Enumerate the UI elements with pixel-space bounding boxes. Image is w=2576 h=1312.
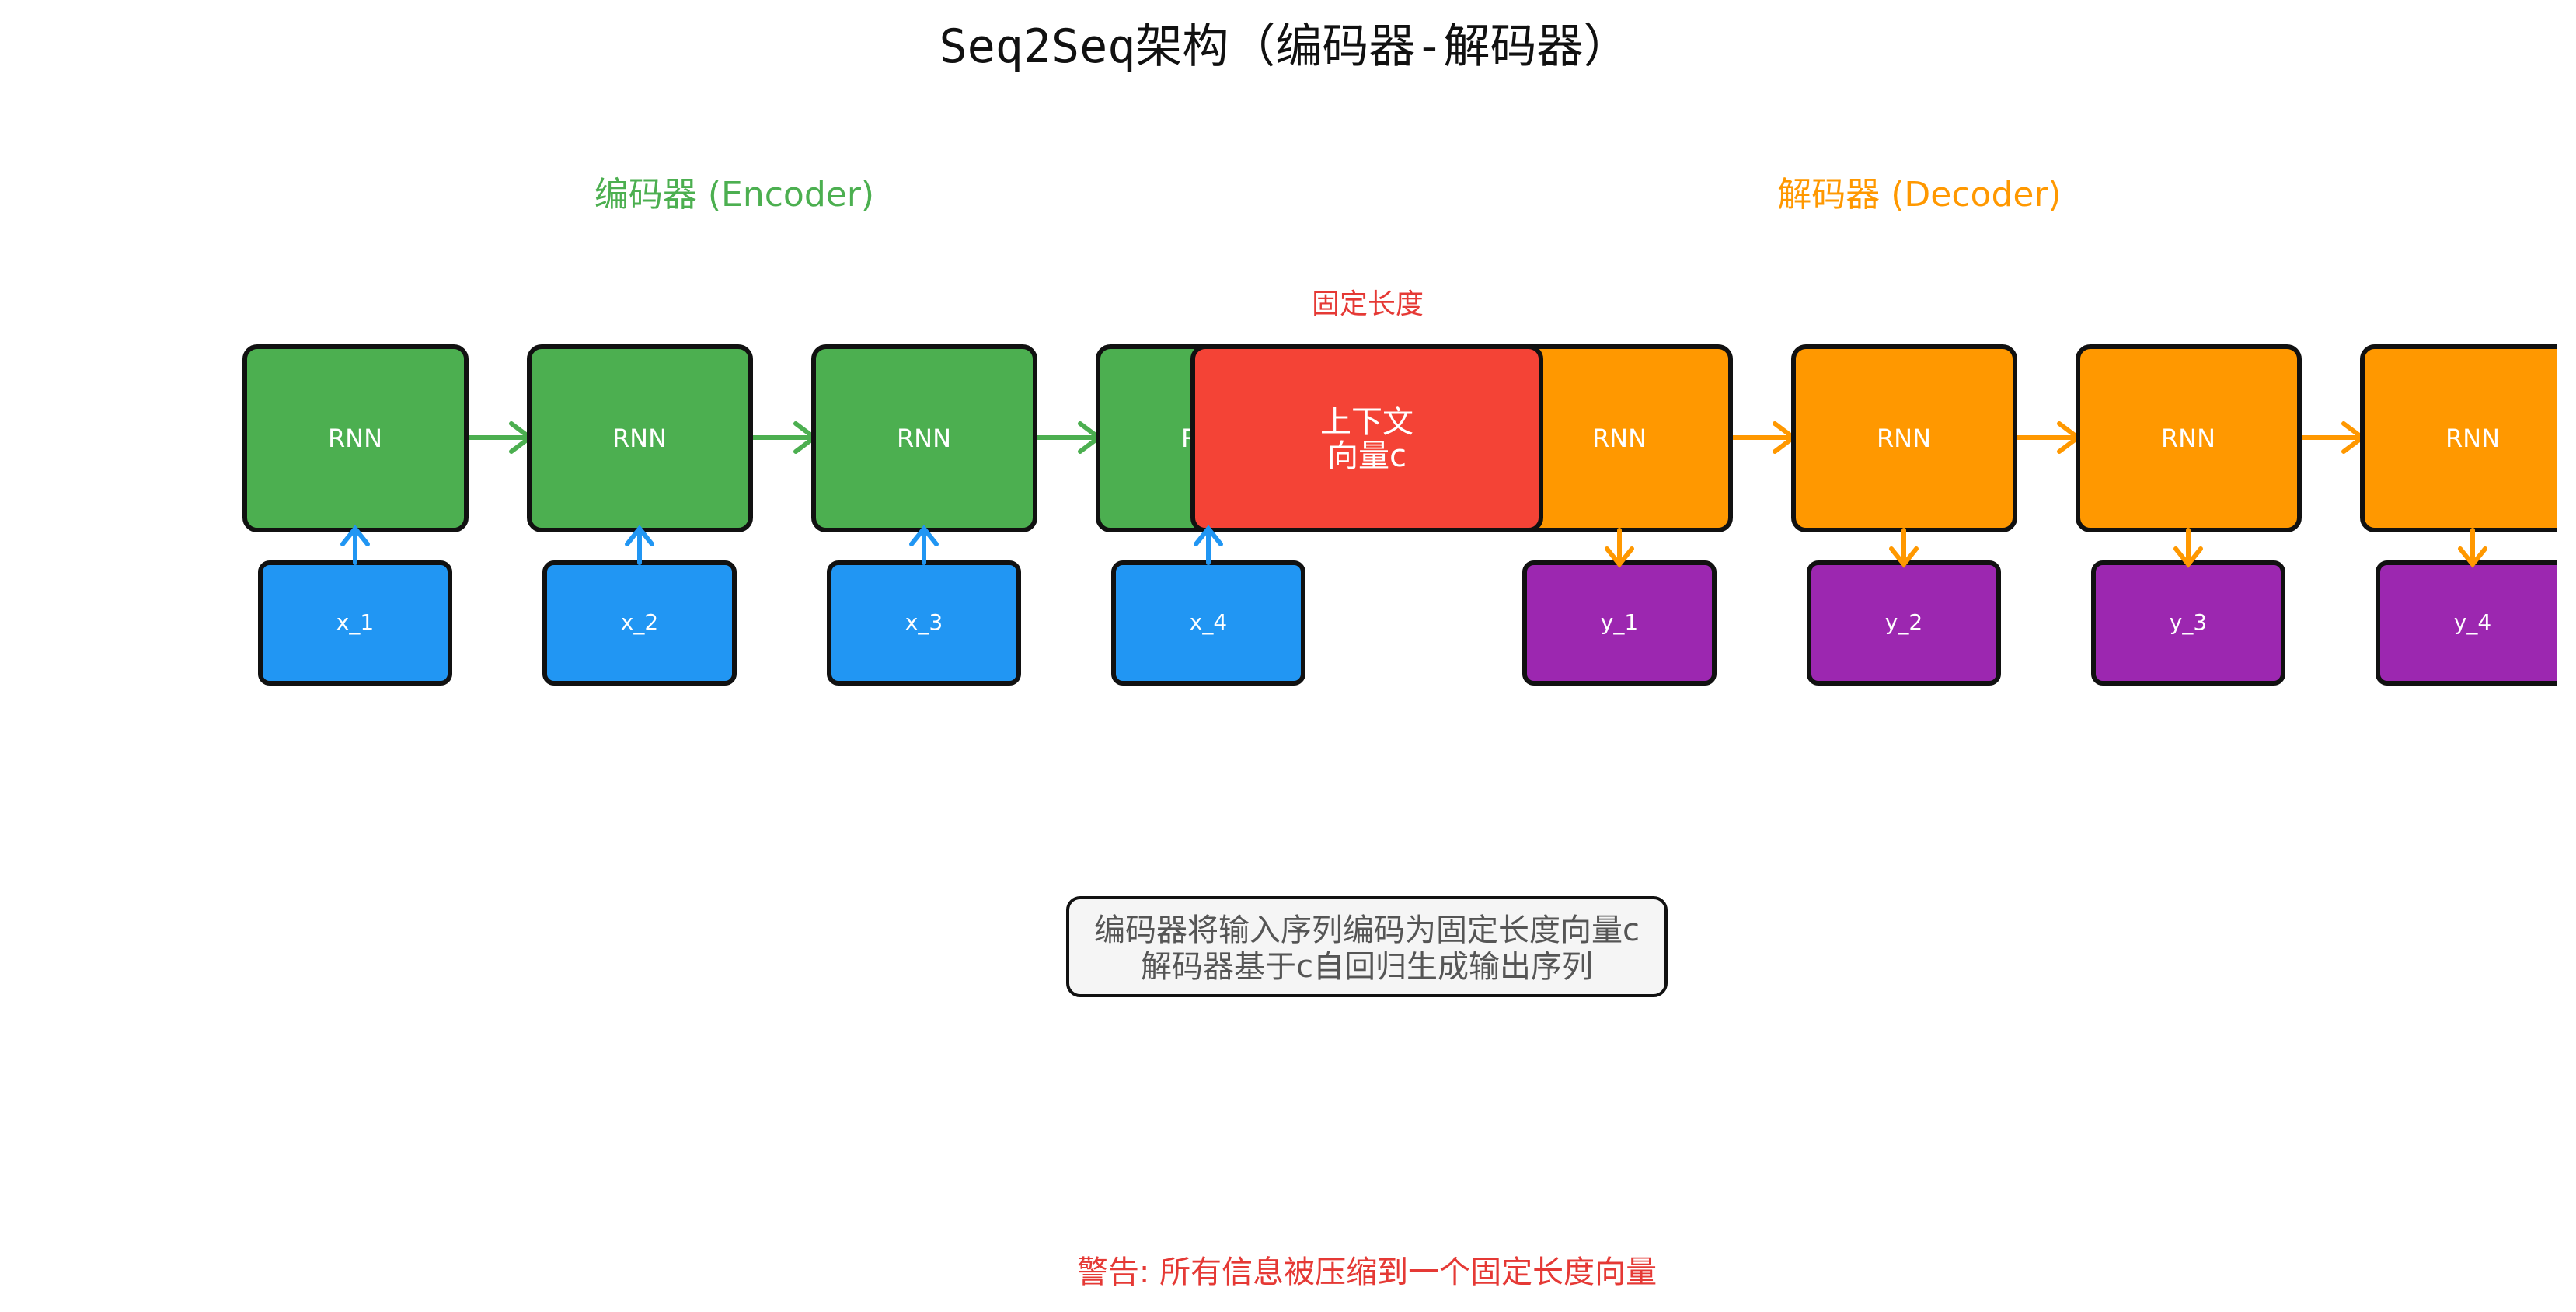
encoder-heading: 编码器 (Encoder) (594, 175, 874, 215)
encoder-cell-label: RNN (328, 424, 382, 453)
encoder-cell-label: RNN (612, 424, 667, 453)
output-token-label: y_1 (1601, 609, 1638, 635)
warning-text: 警告: 所有信息被压缩到一个固定长度向量 (1077, 1254, 1657, 1290)
decoder-cell-3: RNN (2076, 344, 2302, 532)
output-token-label: y_2 (1885, 609, 1922, 635)
explanation-line2: 解码器基于c自回归生成输出序列 (1141, 949, 1593, 985)
encoder-cell-label: RNN (897, 424, 951, 453)
context-vector-line1: 上下文 (1320, 404, 1413, 440)
input-token-1: x_1 (258, 560, 452, 686)
input-token-2: x_2 (542, 560, 737, 686)
context-note: 固定长度 (1312, 288, 1424, 320)
input-token-label: x_2 (621, 609, 658, 635)
decoder-recurrent-arrows (1728, 421, 2366, 454)
input-token-label: x_3 (905, 609, 943, 635)
input-token-3: x_3 (827, 560, 1021, 686)
output-token-label: y_3 (2170, 609, 2207, 635)
output-token-1: y_1 (1522, 560, 1717, 686)
decoder-cell-label: RNN (2161, 424, 2215, 453)
output-token-3: y_3 (2091, 560, 2285, 686)
input-token-label: x_4 (1190, 609, 1227, 635)
decoder-cell-2: RNN (1791, 344, 2017, 532)
explanation-line1: 编码器将输入序列编码为固定长度向量c (1094, 912, 1640, 948)
input-arrows (340, 525, 1223, 565)
context-vector: 上下文 向量c (1190, 344, 1543, 532)
decoder-cell-label: RNN (2445, 424, 2500, 453)
diagram-title: Seq2Seq架构（编码器-解码器） (939, 19, 1630, 74)
explanation-box: 编码器将输入序列编码为固定长度向量c 解码器基于c自回归生成输出序列 (1066, 896, 1668, 997)
decoder-cell-label: RNN (1877, 424, 1931, 453)
input-token-label: x_1 (336, 609, 374, 635)
output-arrows (1605, 528, 2487, 568)
encoder-cell-3: RNN (811, 344, 1037, 532)
input-token-4: x_4 (1111, 560, 1305, 686)
context-vector-line2: 向量c (1327, 438, 1407, 474)
decoder-cell-4: RNN (2360, 344, 2557, 532)
decoder-heading: 解码器 (Decoder) (1777, 175, 2061, 215)
encoder-cell-2: RNN (527, 344, 753, 532)
encoder-cell-1: RNN (242, 344, 469, 532)
output-token-4: y_4 (2376, 560, 2557, 686)
decoder-cell-label: RNN (1592, 424, 1647, 453)
output-token-2: y_2 (1807, 560, 2001, 686)
output-token-label: y_4 (2454, 609, 2491, 635)
